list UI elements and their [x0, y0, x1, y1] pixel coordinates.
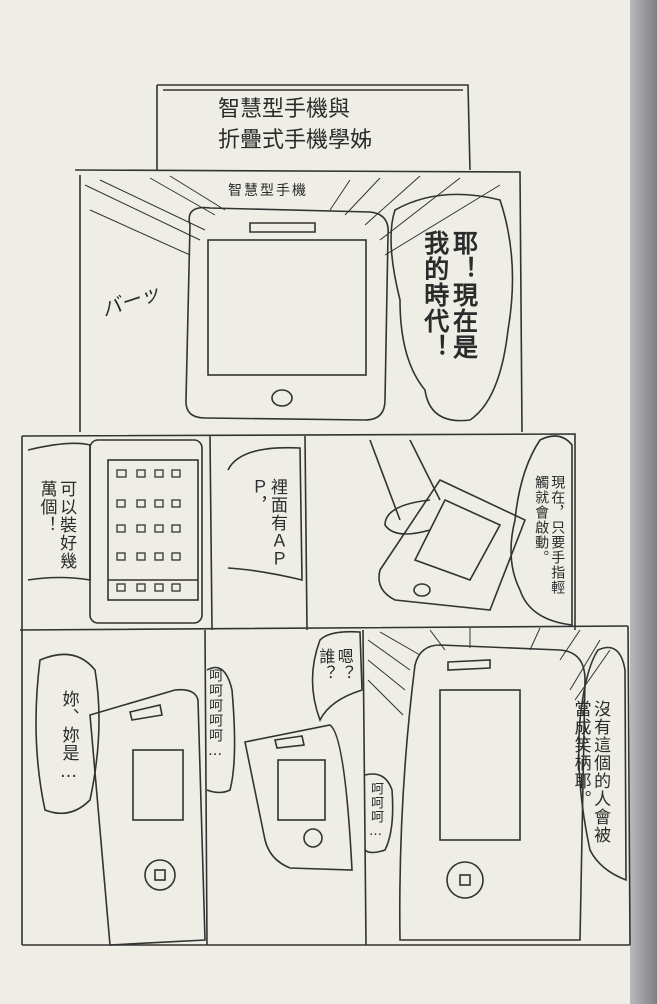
speech-bubble-7a: [364, 773, 394, 854]
book-edge: [630, 0, 657, 1004]
panel-1-border: [74, 169, 523, 433]
speech-bubble-1: [390, 193, 514, 422]
speech-text-5: 妳、妳是…: [58, 690, 79, 783]
speech-text-7a: 呵呵呵…: [367, 782, 383, 840]
speech-bubble-4: [510, 435, 573, 626]
page-title-line-2: 折疊式手機學姊: [218, 128, 373, 153]
speech-bubble-7b: [577, 646, 627, 882]
speed-lines: [84, 175, 501, 256]
title-box: [156, 84, 471, 171]
speech-text-4: 現在，只要手指輕觸就會啟動。: [533, 475, 566, 595]
page-title-line-1: 智慧型手機與: [218, 97, 351, 122]
smartphone-illustration: [185, 206, 389, 421]
speech-bubble-5: [35, 653, 100, 815]
app-grid-phone: [89, 439, 203, 624]
flip-phone-illustration: [89, 688, 206, 946]
speech-text-1: 耶！現在是我的時代！: [420, 230, 479, 360]
large-smartphone-illustration: [398, 644, 586, 941]
speech-text-3: 裡面有ＡＰＰ，: [247, 478, 287, 568]
speech-text-6b: 嗯？誰？: [316, 648, 354, 682]
smartphone-label: 智慧型手機: [228, 183, 308, 199]
speech-bubble-6a: [206, 666, 236, 794]
app-icons: [116, 469, 181, 592]
row-3-border: [21, 625, 631, 946]
manga-page: [0, 0, 630, 1004]
hand-holding-phone: [369, 439, 527, 611]
row-2-border: [19, 433, 629, 631]
flip-phone-small: [244, 724, 353, 871]
speech-text-7b: 沒有這個的人會被當成笑柄耶。: [570, 700, 611, 844]
speech-bubble-3: [227, 446, 303, 582]
speech-text-2: 可以裝好幾萬個！: [36, 480, 77, 570]
speech-text-6a: 呵呵呵呵呵…: [207, 668, 224, 760]
speech-bubble-6b: [311, 630, 363, 722]
speed-lines-2: [367, 627, 611, 716]
